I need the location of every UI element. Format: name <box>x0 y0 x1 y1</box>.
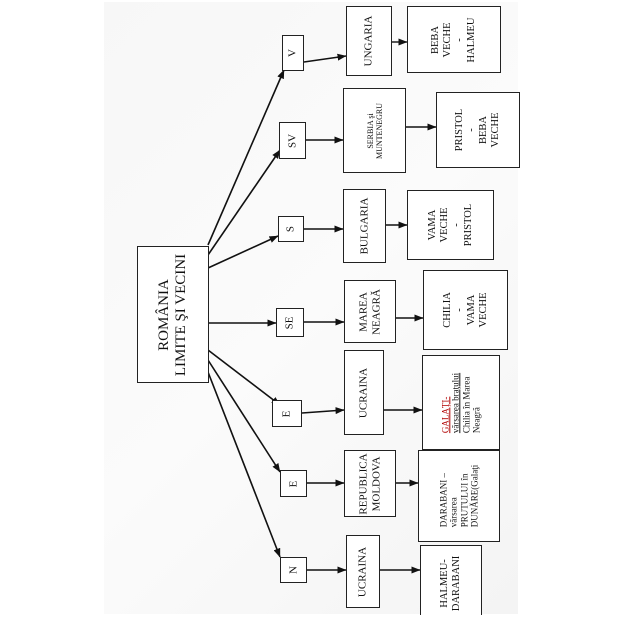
neighbor-box-marea-neagra: MAREA NEAGRĂ <box>344 280 396 343</box>
neighbor-box-bulgaria: BULGARIA <box>343 189 386 263</box>
limit-line: PRUTULUI în <box>459 473 469 528</box>
direction-box-n: N <box>280 557 307 583</box>
limit-line: Neagră <box>471 406 482 433</box>
direction-label: N <box>287 566 300 574</box>
limit-line: VECHE <box>490 112 502 148</box>
limit-box-chilia-vama-veche: CHILIA - VAMA VECHE <box>423 270 508 350</box>
direction-label: E <box>287 480 300 487</box>
arrow-main-to-sv <box>207 149 281 256</box>
direction-box-sv: SV <box>279 122 306 159</box>
main-node: ROMÂNIA LIMITE ŞI VECINI <box>137 246 209 383</box>
direction-box-v: V <box>282 35 304 71</box>
limit-line: VAMA <box>426 209 438 241</box>
direction-box-s: S <box>278 216 304 242</box>
limit-line: - <box>450 223 462 227</box>
limit-line: - <box>454 37 465 42</box>
direction-box-e: E <box>272 400 302 427</box>
direction-label: SE <box>283 316 296 329</box>
limit-line: - <box>465 128 477 132</box>
neighbor-label: SERBIA şi <box>365 112 375 149</box>
neighbor-box-ucraina-n: UCRAINA <box>346 535 380 608</box>
limit-line: BEBA <box>478 116 489 145</box>
direction-label: SV <box>286 133 299 148</box>
limit-line: VAMA <box>465 294 477 326</box>
arrow-main-to-e2 <box>207 349 281 406</box>
limit-line: HALMEU- <box>438 558 450 608</box>
limit-line: HALMEU <box>466 17 478 62</box>
limit-box-galati-chilia: GALAŢI- vărsarea braţului Chilia în Mare… <box>422 355 500 450</box>
limit-line: Chilia în Marea <box>461 376 471 433</box>
limit-line: vărsarea <box>448 497 459 528</box>
direction-box-e: E <box>280 470 307 497</box>
limit-box-darabani-galati: DARABANI – vărsarea PRUTULUI în DUNĂRE(G… <box>418 450 500 542</box>
neighbor-label: MUNTENEGRU <box>374 102 384 159</box>
arrow-main-to-n <box>207 371 281 558</box>
limit-line: - <box>453 308 465 312</box>
limit-box-vama-veche-pristol: VAMA VECHE - PRISTOL <box>407 190 494 260</box>
limit-line: VECHE <box>477 292 489 328</box>
neighbor-label: REPUBLICA <box>357 452 370 515</box>
arrow-v-to-neighbor <box>303 53 347 63</box>
direction-label: S <box>284 225 297 233</box>
main-title-line1: ROMÂNIA <box>155 278 172 351</box>
neighbor-label: MOLDOVA <box>370 456 382 511</box>
neighbor-box-moldova: REPUBLICA MOLDOVA <box>344 450 396 517</box>
arrow-e2-to-neighbor <box>301 407 345 415</box>
neighbor-label: UCRAINA <box>357 367 370 418</box>
neighbor-label: UNGARIA <box>362 15 375 67</box>
neighbor-box-serbia: SERBIA şi MUNTENEGRU <box>343 88 406 173</box>
limit-line: PRISTOL <box>462 203 474 247</box>
direction-box-se: SE <box>276 308 304 337</box>
limit-line: DUNĂRE(Galaţi <box>469 464 480 528</box>
main-title-line2: LIMITE ŞI VECINI <box>173 253 189 376</box>
direction-label: V <box>286 49 299 57</box>
limit-box-pristol-beba-veche: PRISTOL - BEBA VECHE <box>436 92 520 168</box>
neighbor-label: MAREA <box>357 291 370 332</box>
neighbor-label: UCRAINA <box>356 546 369 597</box>
direction-label: E <box>280 410 293 417</box>
arrow-main-to-s <box>207 235 279 269</box>
limit-line: VECHE <box>438 207 450 243</box>
limit-line: PRISTOL <box>453 108 465 152</box>
limit-box-beba-veche-halmeu: BEBA VECHE - HALMEU <box>407 6 501 73</box>
limit-line-head: GALAŢI- <box>440 396 451 433</box>
arrow-main-to-e1 <box>207 359 281 473</box>
neighbor-label: BULGARIA <box>358 197 371 255</box>
limit-line: DARABANI – <box>438 472 449 528</box>
limit-line: vărsarea braţului <box>450 372 461 433</box>
limit-line: CHILIA <box>441 292 453 328</box>
limit-line: DARABANI <box>451 555 462 611</box>
limit-line: BEBA <box>429 25 441 54</box>
neighbor-box-ucraina-e: UCRAINA <box>344 350 384 435</box>
neighbor-label: NEAGRĂ <box>370 288 382 335</box>
neighbor-box-ungaria: UNGARIA <box>346 6 392 76</box>
arrow-main-to-v <box>207 69 285 246</box>
limit-line: VECHE <box>441 22 453 58</box>
limit-box-halmeu-darabani: HALMEU- DARABANI <box>420 545 482 615</box>
